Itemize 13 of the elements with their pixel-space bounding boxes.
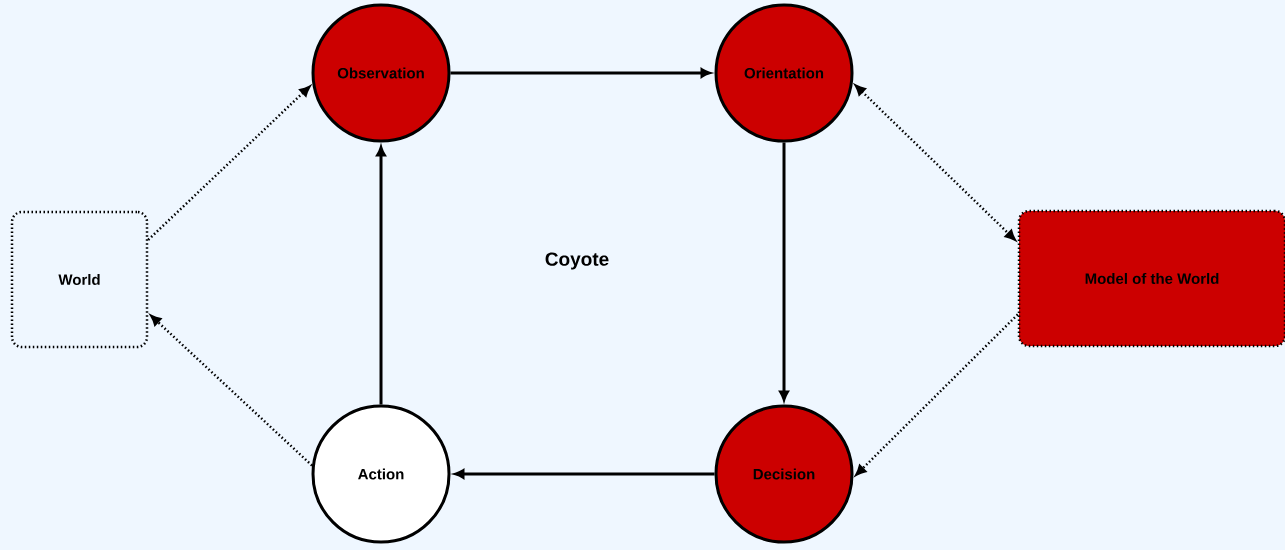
arrow — [854, 84, 1016, 241]
arrow — [147, 85, 311, 241]
circle-node: Orientation — [714, 3, 854, 143]
circle-node: Action — [311, 404, 451, 544]
circle-node: Decision — [714, 404, 854, 544]
circle-node: Observation — [311, 3, 451, 143]
process-box: Model of the World — [1017, 209, 1285, 348]
arrow — [450, 68, 711, 78]
arrow — [454, 469, 715, 479]
process-box: World — [10, 210, 149, 349]
center-label: Coyote — [545, 252, 609, 270]
arrow — [855, 313, 1019, 476]
arrow — [150, 314, 313, 467]
